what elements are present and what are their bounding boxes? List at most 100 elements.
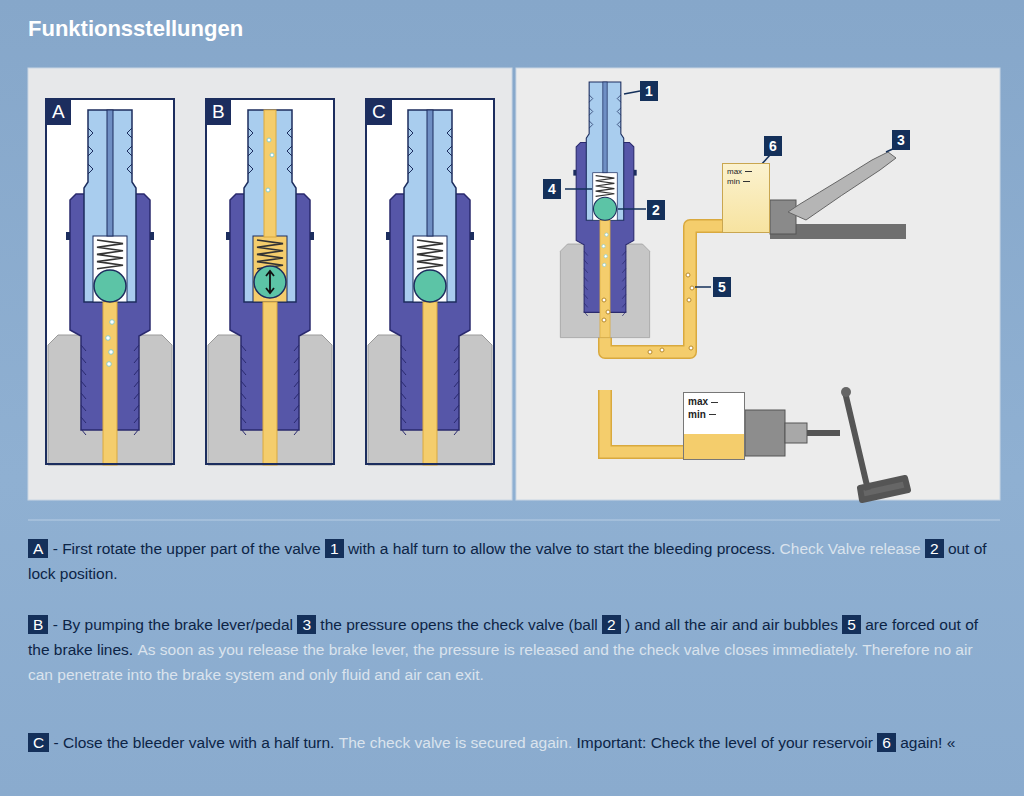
thread — [622, 312, 626, 316]
thread — [617, 108, 621, 115]
double-arrow — [266, 271, 274, 293]
air-bubble — [606, 310, 610, 314]
thread — [408, 164, 413, 174]
thread — [241, 417, 246, 423]
thread — [589, 108, 593, 115]
thread — [622, 303, 626, 307]
valve-top-part — [84, 110, 136, 302]
thread — [622, 260, 626, 264]
valve-c — [368, 110, 492, 465]
seal-ring — [386, 232, 390, 240]
thread — [294, 381, 299, 387]
valve-cavity — [253, 236, 287, 302]
air-bubble — [109, 350, 114, 355]
thread — [622, 268, 626, 272]
state-frame: C — [365, 98, 495, 465]
left-panel — [28, 68, 512, 500]
thread — [584, 260, 588, 264]
thread — [81, 417, 86, 423]
seal-ring — [573, 170, 576, 176]
thread — [81, 393, 86, 399]
thread — [622, 286, 626, 290]
leader-line — [695, 286, 711, 288]
air-bubble — [604, 255, 607, 258]
master-cylinder — [745, 410, 785, 456]
callout-number: 2 — [602, 615, 621, 634]
thread — [294, 345, 299, 351]
air-bubble — [106, 336, 111, 341]
thread — [248, 146, 253, 156]
thread — [401, 381, 406, 387]
thread — [584, 268, 588, 272]
reservoir: maxmin — [722, 163, 770, 233]
callout-number: 5 — [842, 615, 861, 634]
leader-line — [618, 208, 646, 210]
check-ball — [254, 266, 286, 298]
callout-number: 1 — [325, 539, 344, 558]
state-letter: B — [207, 100, 231, 125]
thread — [241, 357, 246, 363]
thread — [241, 429, 246, 435]
instruction-paragraph: B- By pumping the brake lever/pedal3the … — [28, 612, 1000, 687]
valve-b — [208, 110, 332, 465]
level-mark: max — [688, 396, 740, 409]
air-bubble — [687, 298, 691, 302]
right-panel — [516, 68, 1000, 500]
thread — [584, 294, 588, 298]
state-frame: A — [45, 98, 175, 465]
air-bubble — [266, 188, 270, 192]
instruction-text: ) and all the air and air bubbles — [625, 616, 838, 633]
thread — [248, 128, 253, 138]
thread — [134, 381, 139, 387]
thread — [81, 405, 86, 411]
air-bubble — [602, 245, 605, 248]
seal-ring — [66, 232, 70, 240]
thread — [81, 429, 86, 435]
thread — [447, 164, 452, 174]
valve-cavity — [93, 236, 127, 302]
fluid-channel — [264, 110, 276, 237]
callout-number: B — [28, 615, 48, 634]
thread — [589, 95, 593, 102]
valve-top-part — [244, 110, 296, 302]
thread — [401, 405, 406, 411]
thread — [617, 95, 621, 102]
valve-cavity — [593, 173, 617, 221]
thread — [248, 164, 253, 174]
seal-ring — [150, 232, 154, 240]
instruction-text: with a half turn to allow the valve to s… — [348, 540, 775, 557]
instruction-text: - First rotate the upper part of the val… — [53, 540, 321, 557]
callout-number: A — [28, 539, 48, 558]
air-bubble — [648, 350, 652, 354]
air-bubble — [690, 286, 694, 290]
valve-cavity — [413, 236, 447, 302]
thread — [401, 357, 406, 363]
thread — [88, 164, 93, 174]
instruction-text: the pressure opens the check valve (ball — [320, 616, 597, 633]
thread — [81, 357, 86, 363]
thread — [454, 417, 459, 423]
thread — [622, 294, 626, 298]
thread — [447, 128, 452, 138]
closed-channel — [427, 110, 433, 236]
thread — [584, 312, 588, 316]
seal-ring — [634, 170, 637, 176]
thread — [454, 369, 459, 375]
thread — [454, 429, 459, 435]
fluid-channel — [263, 302, 277, 465]
callout-number: 2 — [647, 200, 665, 220]
callout-number: 3 — [297, 615, 316, 634]
thread — [408, 128, 413, 138]
level-mark: min — [727, 177, 765, 187]
air-bubble — [602, 318, 606, 322]
thread — [589, 121, 593, 128]
air-bubble — [689, 346, 693, 350]
callout-number: 2 — [925, 539, 944, 558]
seal-ring — [470, 232, 474, 240]
reservoir: maxmin — [683, 392, 745, 460]
spring — [97, 240, 123, 269]
thread — [584, 286, 588, 290]
brake-line-outline — [605, 390, 684, 452]
thread — [454, 357, 459, 363]
thread — [401, 393, 406, 399]
